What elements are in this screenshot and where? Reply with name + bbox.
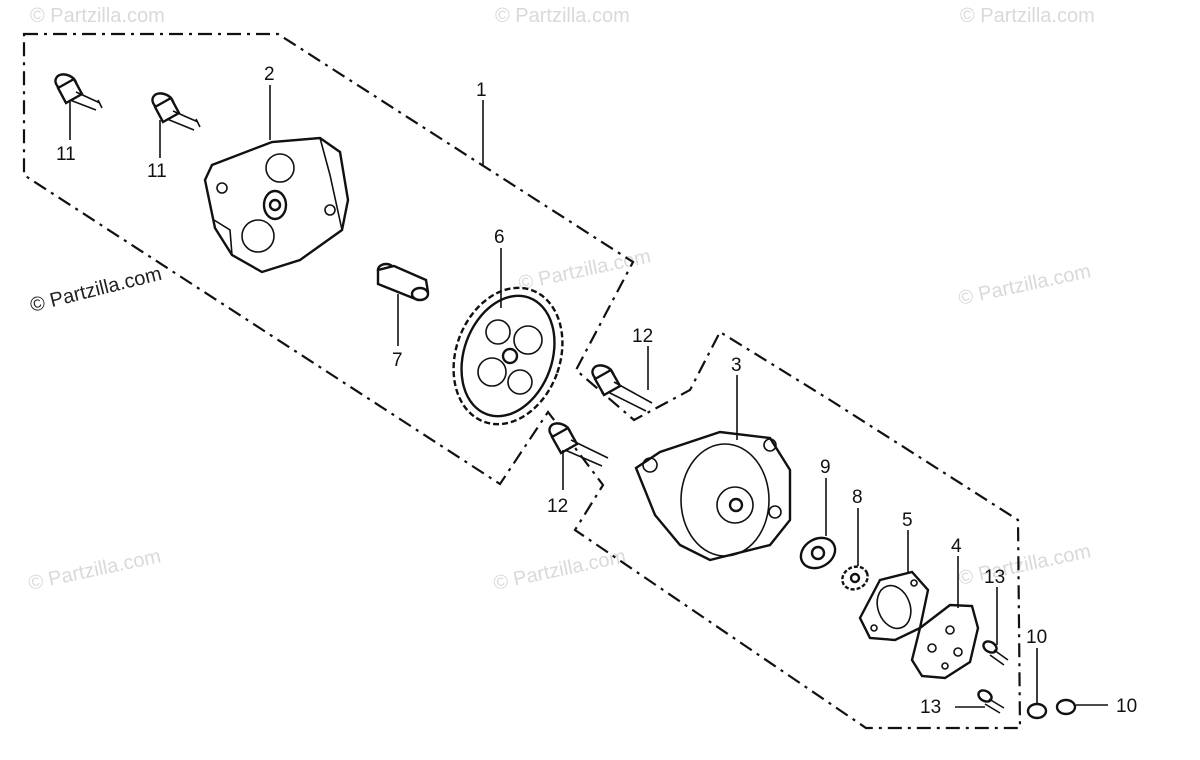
o-ring-10-right (1055, 698, 1077, 716)
watermark: © Partzilla.com (956, 260, 1092, 310)
watermark-main: © Partzilla.com (28, 263, 164, 317)
pump-body-3 (634, 430, 792, 562)
watermark: © Partzilla.com (30, 5, 165, 27)
callout-11-right: 11 (147, 161, 167, 182)
watermark: © Partzilla.com (960, 5, 1095, 27)
callout-3: 3 (731, 355, 742, 376)
o-ring-10-left (1026, 702, 1048, 720)
callout-2: 2 (264, 64, 275, 85)
watermark: © Partzilla.com (516, 245, 652, 295)
outer-rotor-plate-5 (858, 570, 930, 642)
drive-gear-6 (452, 286, 564, 426)
callout-1: 1 (476, 80, 487, 101)
bolt-11-right (151, 92, 201, 131)
assembly-outline-upper (22, 32, 1022, 730)
bolt-12-lower (548, 422, 609, 467)
callout-labels: 1 2 3 4 5 6 7 8 9 10 10 11 11 12 12 13 1… (56, 64, 1137, 718)
washer-9 (799, 536, 837, 570)
bolt-12-upper (591, 364, 653, 412)
watermark: © Partzilla.com (956, 540, 1092, 590)
watermark: © Partzilla.com (26, 545, 162, 595)
callout-9: 9 (820, 457, 831, 478)
callout-12-upper: 12 (632, 326, 653, 347)
watermark: © Partzilla.com (495, 5, 630, 27)
pump-end-cover-4 (910, 603, 980, 680)
callout-10-right: 10 (1116, 696, 1137, 717)
callout-6: 6 (494, 227, 505, 248)
callout-13-lower: 13 (920, 697, 941, 718)
screw-13-lower (977, 689, 1005, 714)
leader-lines (69, 85, 1108, 708)
callout-12-lower: 12 (547, 496, 568, 517)
pump-shaft-7 (376, 262, 430, 302)
callout-4: 4 (951, 536, 962, 557)
pump-cover-2 (203, 136, 350, 274)
callout-5: 5 (902, 510, 913, 531)
screw-13-upper (982, 640, 1009, 666)
callout-11-left: 11 (56, 144, 76, 165)
callout-8: 8 (852, 487, 863, 508)
callout-13-upper: 13 (984, 567, 1005, 588)
callout-10-left: 10 (1026, 627, 1047, 648)
bolt-11-left (54, 73, 103, 111)
inner-rotor-8 (841, 565, 869, 591)
callout-7: 7 (392, 350, 403, 371)
